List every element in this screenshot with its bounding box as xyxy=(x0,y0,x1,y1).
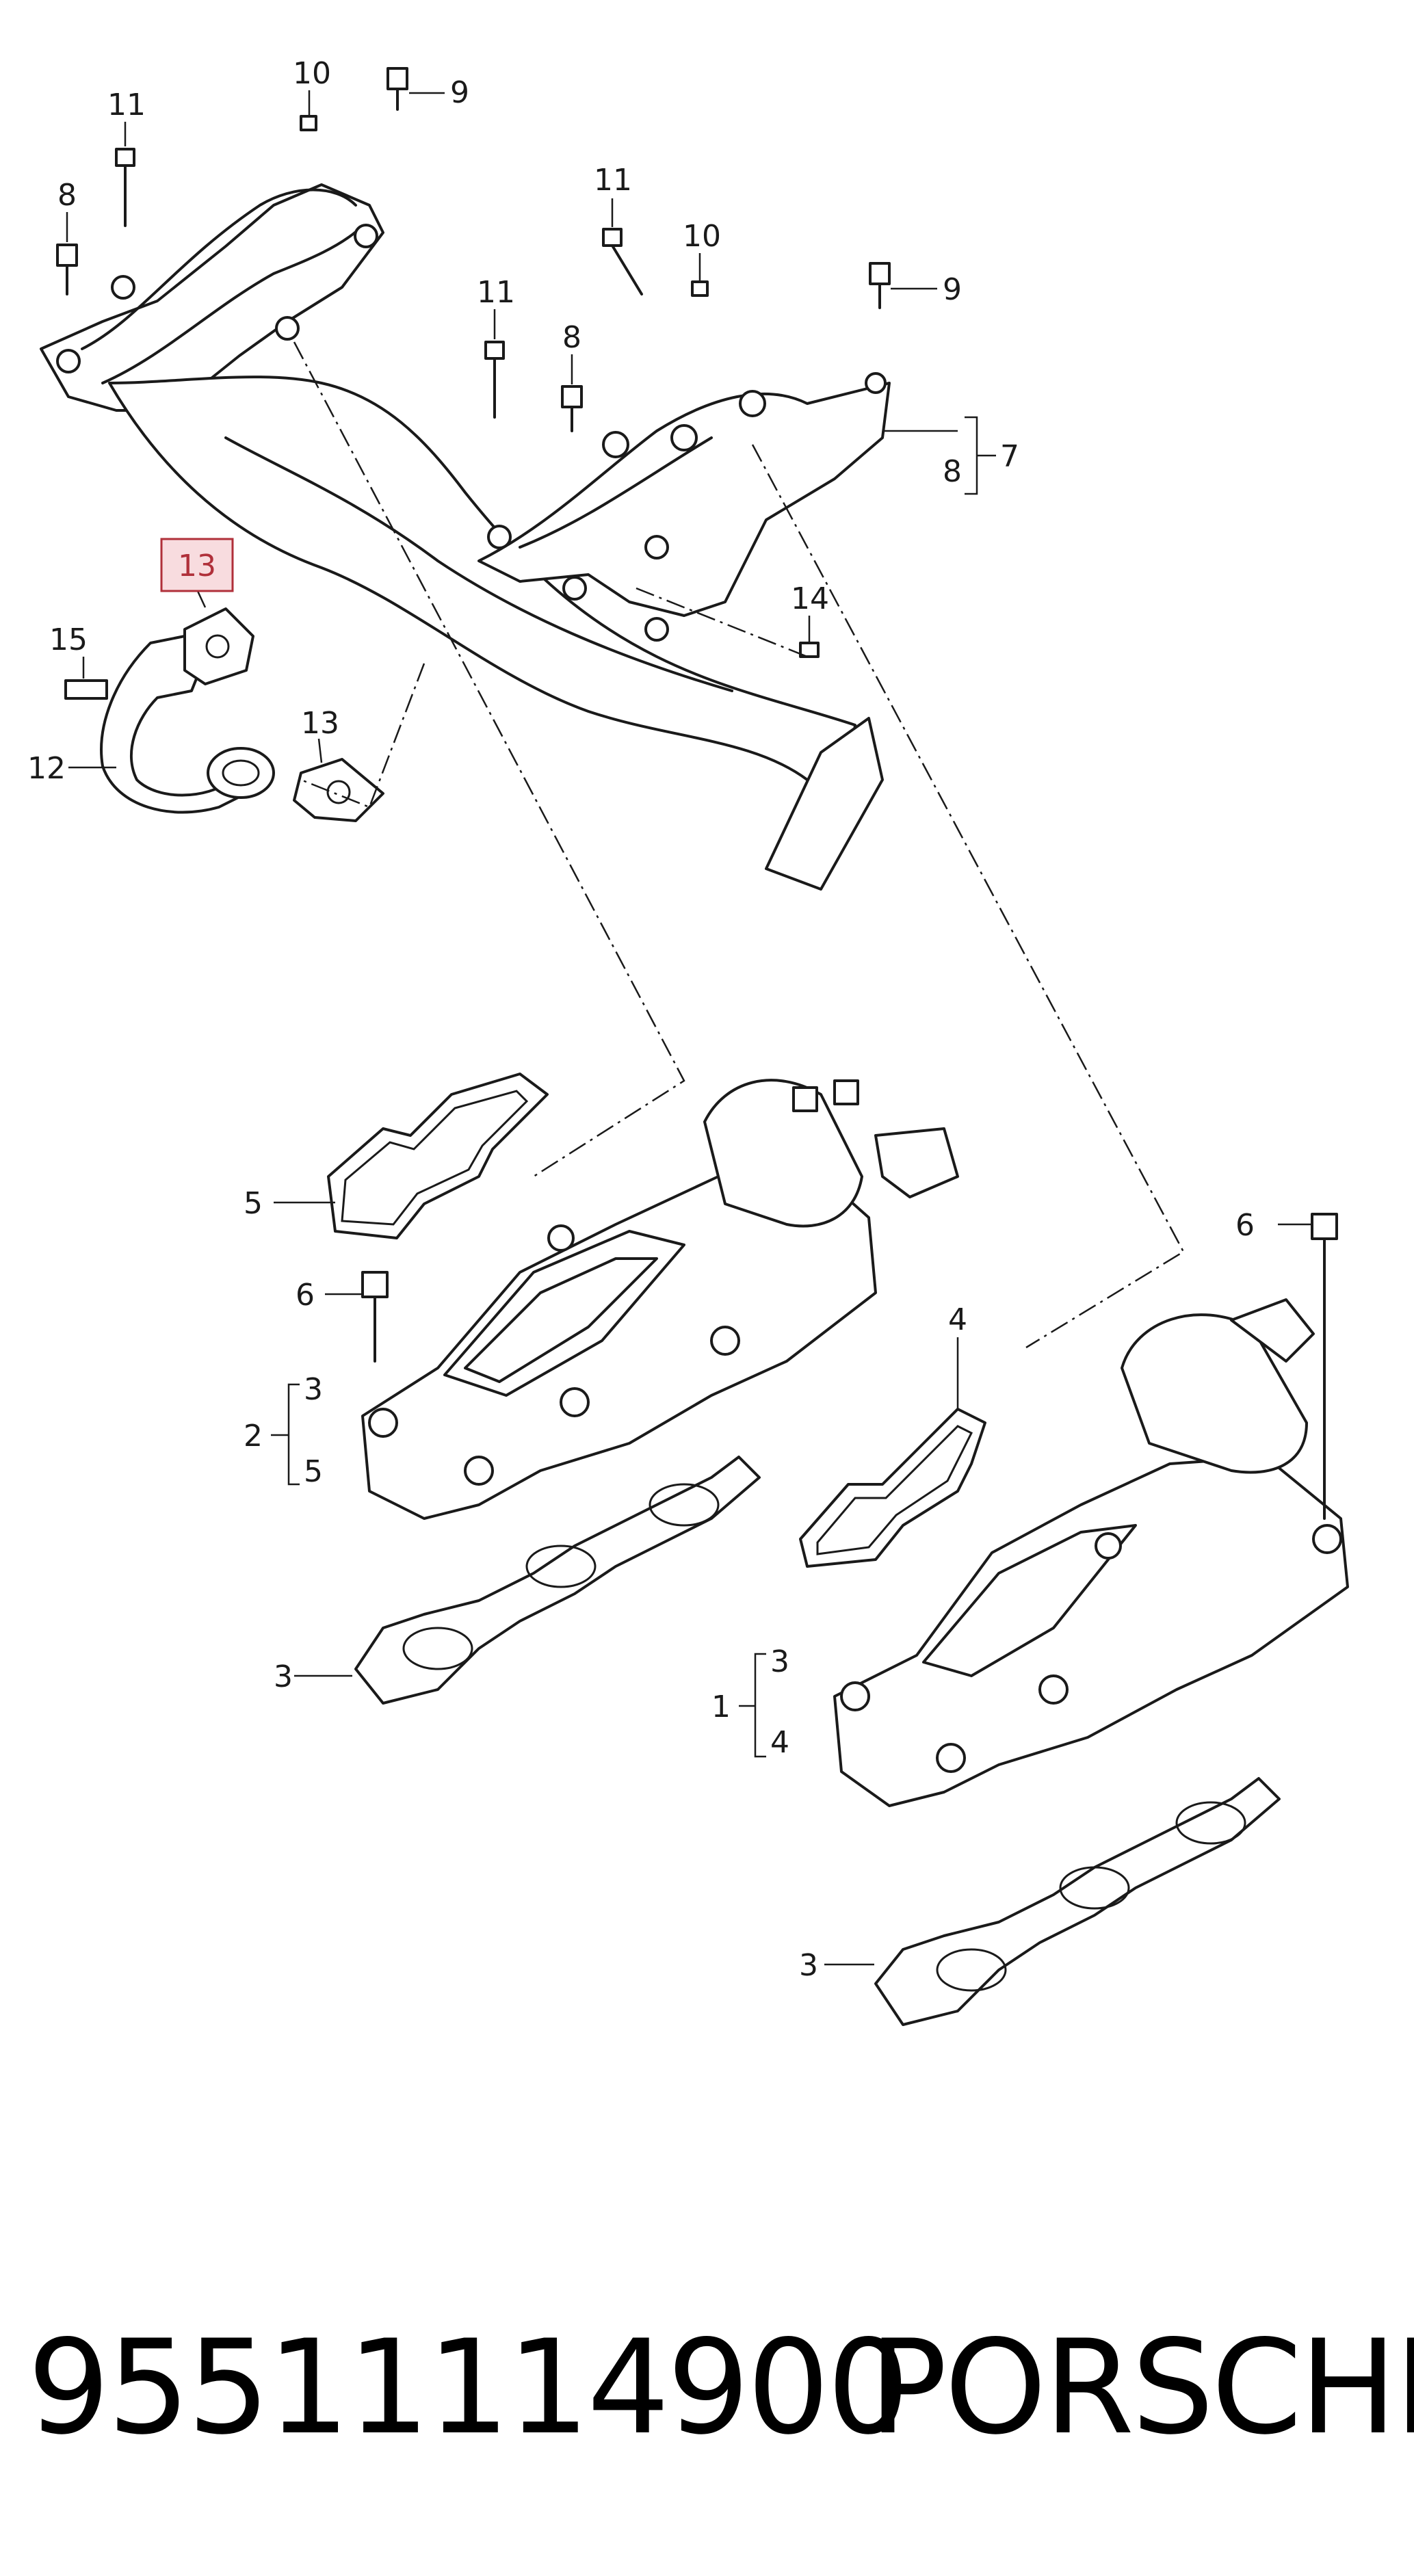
callout-15: 15 xyxy=(49,622,88,657)
exhaust-pipe-main xyxy=(108,376,884,891)
callout-2: 2 xyxy=(244,1419,263,1454)
callout-6: 6 xyxy=(296,1278,315,1313)
callout-11: 11 xyxy=(594,163,632,198)
gasket-3-left xyxy=(354,1456,761,1705)
callout-9: 9 xyxy=(450,75,469,110)
callout-10: 10 xyxy=(293,56,331,91)
leader-lines xyxy=(66,90,1311,1966)
exhaust-manifold-right xyxy=(477,372,891,642)
callout-3: 3 xyxy=(770,1644,789,1679)
callout-12: 12 xyxy=(27,751,66,786)
intake-manifold-left xyxy=(361,1079,959,1520)
callout-14: 14 xyxy=(791,581,829,616)
gasket-13-highlighted xyxy=(183,607,254,685)
callout-5: 5 xyxy=(304,1454,323,1489)
callout-13-highlighted: 13 xyxy=(178,549,216,583)
assembly-line-1 xyxy=(293,341,685,1178)
gasket-13-lower xyxy=(293,758,384,822)
nut-10-mid xyxy=(691,280,709,297)
callout-3: 3 xyxy=(799,1948,818,1983)
assembly-line-2 xyxy=(751,444,1185,1349)
bolt-11-center xyxy=(484,341,505,419)
egr-pipe-12 xyxy=(64,635,275,814)
callout-8: 8 xyxy=(562,320,581,355)
part-number: 95511114900 xyxy=(27,2312,910,2463)
intake-manifold-right xyxy=(833,1298,1349,1807)
callout-8: 8 xyxy=(57,178,77,213)
assembly-line-3 xyxy=(636,587,808,658)
callout-7: 7 xyxy=(1000,439,1019,474)
callout-13-highlight-box xyxy=(160,538,234,592)
assembly-line-4 xyxy=(300,663,425,809)
callout-4: 4 xyxy=(770,1725,789,1760)
bolt-8-center xyxy=(561,385,583,432)
callout-1: 1 xyxy=(711,1690,731,1724)
callout-13: 13 xyxy=(301,706,339,741)
callout-10: 10 xyxy=(683,219,721,254)
bolt-14 xyxy=(799,642,820,658)
footer-caption: 95511114900 PORSCHE xyxy=(0,2312,1414,2503)
bolt-6-right xyxy=(1311,1213,1338,1520)
nut-10-top xyxy=(300,115,317,131)
gasket-4-right xyxy=(799,1408,986,1568)
gasket-3-right xyxy=(874,1777,1281,2026)
bolt-9-top xyxy=(387,67,408,111)
exhaust-manifold-left xyxy=(40,183,384,412)
bolt-6-left xyxy=(361,1271,389,1363)
bolt-11-mid xyxy=(602,228,643,295)
callout-4: 4 xyxy=(948,1302,967,1337)
callout-6: 6 xyxy=(1235,1208,1255,1243)
brand-name: PORSCHE xyxy=(869,2312,1414,2463)
callout-3: 3 xyxy=(274,1659,293,1694)
gasket-5-left xyxy=(327,1073,549,1239)
bolt-9-mid xyxy=(869,262,891,309)
callout-11: 11 xyxy=(107,88,146,122)
callout-9: 9 xyxy=(943,272,962,307)
callout-8: 8 xyxy=(943,454,962,489)
callout-11: 11 xyxy=(477,275,515,310)
callout-labels: 11 10 9 8 11 10 9 11 8 7 8 13 13 14 15 1… xyxy=(27,56,1255,1983)
callout-3: 3 xyxy=(304,1372,323,1407)
callout-5: 5 xyxy=(244,1186,263,1221)
bolt-8-left xyxy=(56,244,78,295)
bolt-11-left xyxy=(115,148,135,227)
